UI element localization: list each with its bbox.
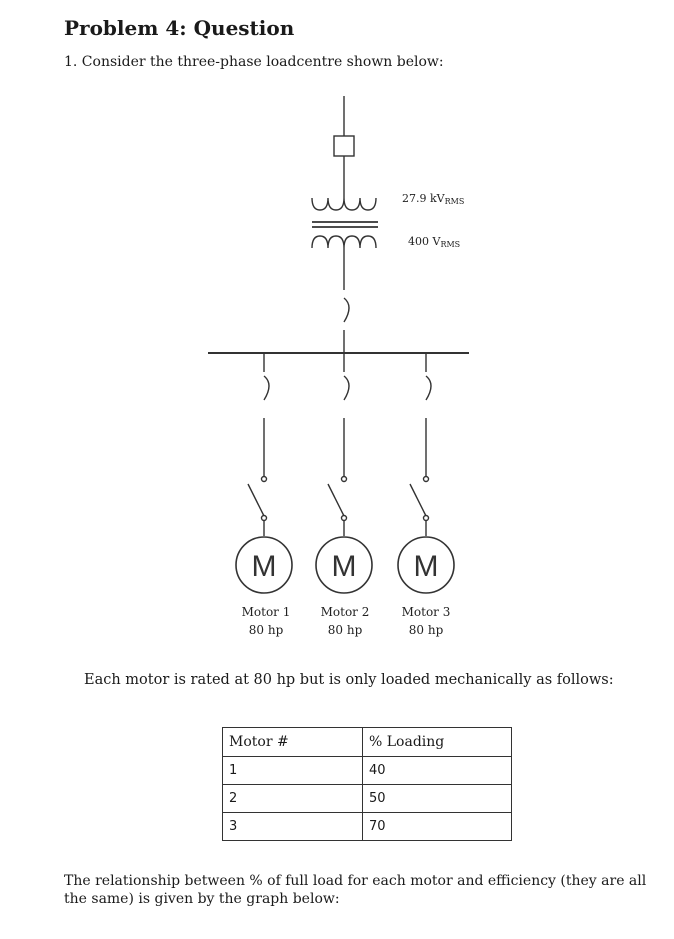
table-header-row: Motor # % Loading: [222, 727, 512, 757]
loading-cell: 40: [362, 756, 512, 785]
motor-1-name: Motor 1: [242, 605, 291, 619]
motor-1-letter: M: [252, 550, 277, 583]
question-intro: 1. Consider the three-phase loadcentre s…: [64, 54, 444, 70]
feeder-3-disconnect: [409, 483, 427, 517]
motor-2-name: Motor 2: [321, 605, 370, 619]
header-percent-loading: % Loading: [362, 727, 512, 757]
motor-number-cell: 3: [222, 812, 363, 841]
secondary-voltage-label: 400 VRMS: [408, 235, 460, 249]
single-line-diagram: M M M 27.9 kVRMS 400 VRMS Motor 1 80 hp …: [208, 96, 469, 637]
feeder-2-disconnect: [327, 483, 345, 517]
motor-3-letter: M: [414, 550, 439, 583]
feeder-1-breaker: [263, 375, 270, 401]
loading-cell: 70: [362, 812, 512, 841]
efficiency-graph-intro: The relationship between % of full load …: [64, 873, 647, 907]
secondary-winding: [311, 235, 377, 249]
motor-1-rating: 80 hp: [249, 623, 284, 637]
problem-title: Problem 4: Question: [64, 16, 295, 40]
motor-3-rating: 80 hp: [409, 623, 444, 637]
motor-1-symbol: [235, 536, 293, 594]
motor-number-cell: 1: [222, 756, 363, 785]
primary-winding: [311, 197, 377, 211]
motor-2-symbol: [315, 536, 373, 594]
motor-2-rating: 80 hp: [328, 623, 363, 637]
loading-description: Each motor is rated at 80 hp but is only…: [84, 672, 614, 688]
table-row: 2 50: [222, 784, 512, 813]
table-row: 3 70: [222, 812, 512, 841]
feeder-1-disconnect: [247, 483, 265, 517]
table-row: 1 40: [222, 756, 512, 785]
primary-voltage-label: 27.9 kVRMS: [402, 192, 464, 206]
motor-loading-table: Motor # % Loading 1 40 2 50 3 70: [222, 727, 512, 841]
feeder-3-breaker: [425, 375, 432, 401]
motor-3-symbol: [397, 536, 455, 594]
primary-breaker: [333, 135, 355, 157]
motor-3-name: Motor 3: [402, 605, 451, 619]
header-motor-number: Motor #: [222, 727, 363, 757]
main-breaker: [343, 297, 350, 323]
loading-cell: 50: [362, 784, 512, 813]
feeder-2-breaker: [343, 375, 350, 401]
motor-2-letter: M: [332, 550, 357, 583]
motor-number-cell: 2: [222, 784, 363, 813]
